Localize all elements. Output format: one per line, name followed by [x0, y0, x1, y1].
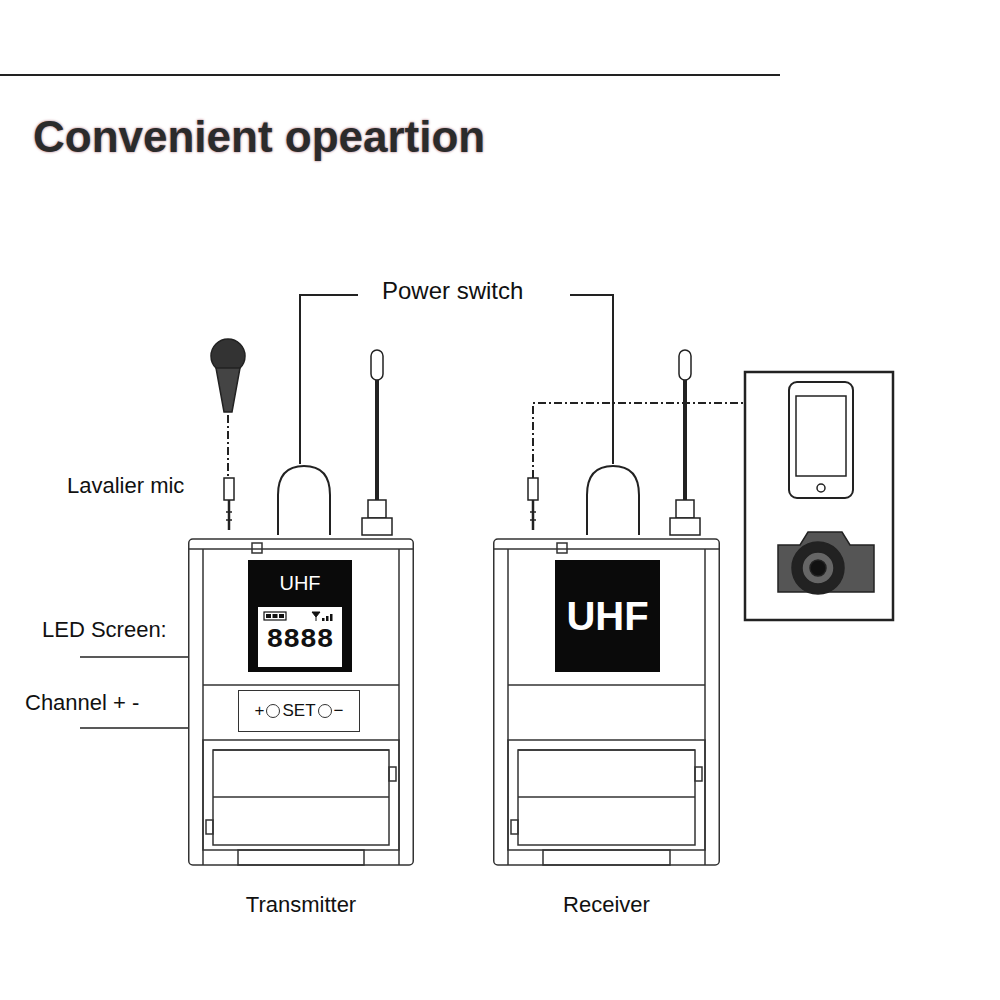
display-screen: UHF — [555, 560, 660, 672]
part-label: Lavalier mic — [67, 473, 184, 499]
screen-logo: UHF — [566, 594, 648, 638]
antenna — [362, 350, 392, 535]
display-screen: UHF 8888 — [248, 560, 352, 672]
leader-line — [300, 295, 358, 464]
power-switch — [278, 466, 330, 535]
microphone-icon — [211, 339, 245, 478]
screen-logo: UHF — [279, 571, 320, 595]
device-caption: Transmitter — [246, 892, 356, 918]
button-knob — [266, 704, 280, 718]
part-label: Channel + - — [25, 690, 139, 716]
part-label: LED Screen: — [42, 617, 167, 643]
button-label: SET — [282, 701, 315, 721]
lcd-digits: 8888 — [266, 625, 333, 655]
power-switch — [587, 466, 639, 535]
channel-button: + SET− — [238, 690, 360, 732]
button-knob — [318, 704, 332, 718]
device-housing: Receiver UHF — [493, 535, 720, 930]
jack-plug — [224, 478, 234, 530]
part-label: Power switch — [382, 277, 523, 305]
button-label: − — [334, 701, 344, 721]
antenna — [670, 350, 700, 535]
button-label: + — [255, 701, 265, 721]
device-caption: Receiver — [563, 892, 650, 918]
rule-line — [0, 74, 780, 76]
leader-line — [570, 295, 613, 464]
device-housing: Transmitter UHF 8888 + SET− — [188, 535, 414, 930]
title: Convenient opeartion — [33, 112, 485, 162]
device-box — [745, 372, 893, 620]
